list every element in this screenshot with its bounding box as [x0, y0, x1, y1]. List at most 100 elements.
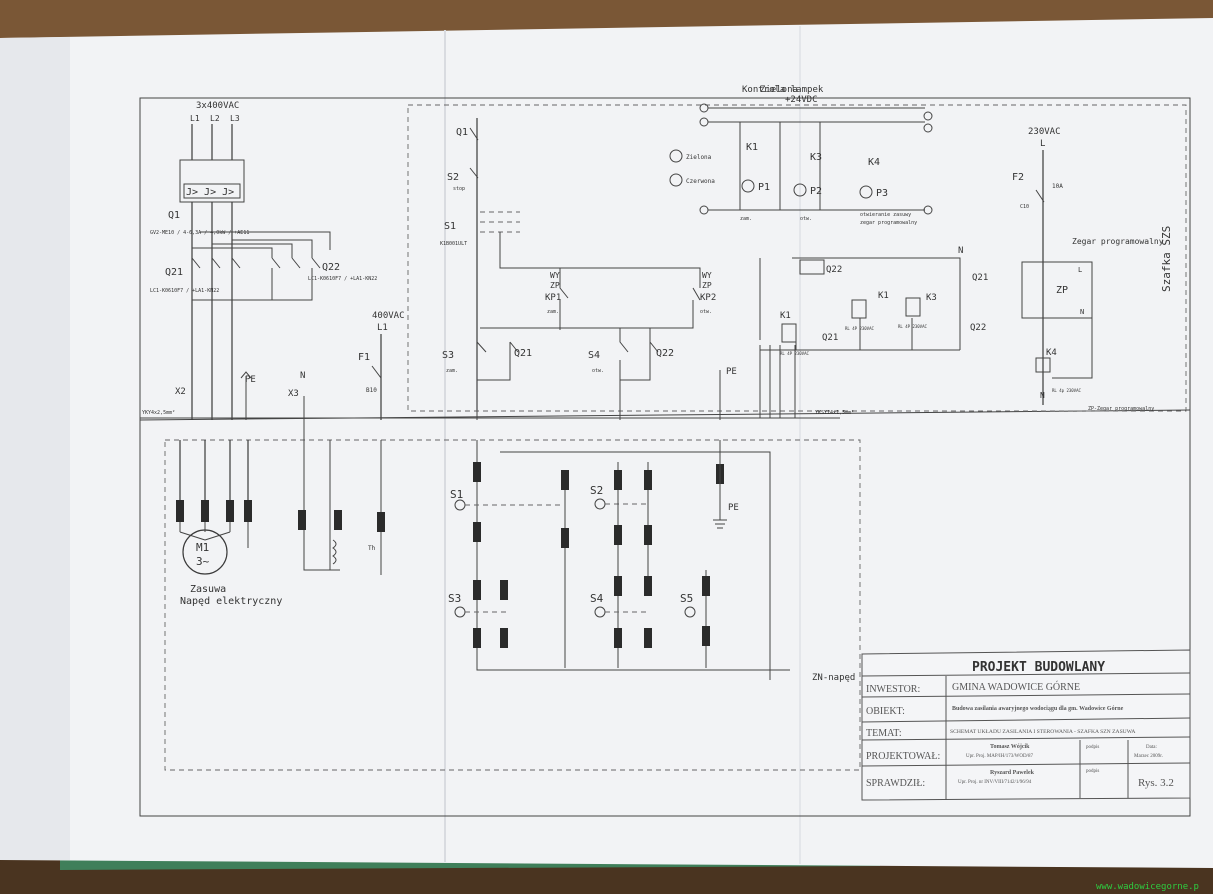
- timer-zp: [1021, 261, 1093, 319]
- svg-text:Q1: Q1: [456, 127, 468, 138]
- svg-text:PE: PE: [245, 375, 256, 385]
- svg-text:+24VDC: +24VDC: [785, 95, 818, 105]
- svg-text:ZP-Zegar programowalny: ZP-Zegar programowalny: [1088, 406, 1154, 412]
- svg-text:S4: S4: [588, 350, 600, 361]
- svg-text:Upr. Proj. MAP/IH/173/WOD/87: Upr. Proj. MAP/IH/173/WOD/87: [966, 754, 1033, 759]
- svg-text:F1: F1: [358, 352, 370, 363]
- svg-text:L3: L3: [230, 114, 240, 123]
- svg-text:podpis: podpis: [1086, 769, 1099, 774]
- cabinet-szs-outline: [407, 104, 1187, 412]
- svg-text:K4: K4: [1046, 348, 1057, 358]
- svg-text:Q22: Q22: [656, 348, 674, 359]
- svg-text:Napęd elektryczny: Napęd elektryczny: [180, 596, 282, 607]
- svg-text:PE: PE: [728, 503, 739, 513]
- svg-text:Tomasz Wójcik: Tomasz Wójcik: [990, 744, 1030, 750]
- svg-text:stop: stop: [453, 186, 465, 192]
- svg-text:N: N: [1040, 391, 1045, 400]
- svg-text:L1: L1: [190, 114, 200, 123]
- svg-text:Zasuwa: Zasuwa: [190, 584, 226, 595]
- lamp-red-icon: [669, 173, 683, 187]
- svg-text:Q21: Q21: [514, 348, 532, 359]
- svg-text:Q21: Q21: [972, 273, 988, 283]
- svg-text:N: N: [1080, 308, 1084, 316]
- svg-text:zegar programowalny: zegar programowalny: [860, 220, 917, 226]
- svg-text:S3: S3: [448, 592, 461, 605]
- svg-text:RL 4P 230VAC: RL 4P 230VAC: [780, 351, 809, 356]
- svg-text:OBIEKT:: OBIEKT:: [866, 706, 905, 717]
- svg-text:S3: S3: [442, 350, 454, 361]
- svg-text:zam.: zam.: [547, 309, 559, 315]
- svg-text:P1: P1: [758, 182, 770, 193]
- svg-text:YKY4x2,5mm²: YKY4x2,5mm²: [142, 410, 175, 416]
- svg-text:Zegar programowalny: Zegar programowalny: [1072, 237, 1164, 246]
- svg-text:S1: S1: [444, 221, 456, 232]
- svg-text:SPRAWDZIŁ:: SPRAWDZIŁ:: [866, 778, 925, 789]
- svg-text:P2: P2: [810, 186, 822, 197]
- svg-text:INWESTOR:: INWESTOR:: [866, 684, 920, 695]
- svg-text:S2: S2: [447, 172, 459, 183]
- motor-m1: [182, 529, 228, 575]
- svg-text:KP2: KP2: [700, 293, 716, 303]
- svg-text:K1B001ULT: K1B001ULT: [440, 241, 467, 247]
- svg-text:Budowa zasilania awaryjnego wo: Budowa zasilania awaryjnego wodociągu dl…: [952, 706, 1124, 712]
- svg-text:ZN-napęd: ZN-napęd: [812, 673, 855, 683]
- svg-text:K3: K3: [926, 293, 937, 303]
- svg-text:M1: M1: [196, 541, 209, 554]
- svg-text:S4: S4: [590, 592, 604, 605]
- watermark: www.wadowicegorne.p: [1096, 882, 1199, 892]
- svg-text:J> J> J>: J> J> J>: [186, 187, 234, 198]
- svg-text:SCHEMAT UKŁADU ZASILANIA I STE: SCHEMAT UKŁADU ZASILANIA I STEROWANIA - …: [950, 729, 1135, 735]
- svg-text:ZP: ZP: [1056, 285, 1068, 296]
- title-block: PROJEKT BUDOWLANY INWESTOR: GMINA WADOWI…: [861, 649, 1191, 801]
- svg-text:Zielona: Zielona: [760, 85, 798, 95]
- svg-text:Q21: Q21: [165, 267, 183, 278]
- svg-text:C10: C10: [1020, 204, 1029, 210]
- svg-text:LC1-K0610F7 / +LA1-KN22: LC1-K0610F7 / +LA1-KN22: [308, 276, 377, 282]
- svg-text:PE: PE: [726, 367, 737, 377]
- lamp-green-icon: [669, 149, 683, 163]
- svg-text:YKSY14x1,5mm²: YKSY14x1,5mm²: [815, 410, 854, 416]
- svg-text:Th: Th: [368, 545, 376, 552]
- svg-text:zam.: zam.: [446, 368, 458, 374]
- svg-text:K1: K1: [780, 311, 791, 321]
- svg-text:3~: 3~: [196, 555, 210, 568]
- svg-text:zam.: zam.: [740, 216, 752, 222]
- svg-text:N: N: [958, 246, 963, 256]
- svg-text:Zielona: Zielona: [686, 154, 712, 161]
- svg-text:X2: X2: [175, 387, 186, 397]
- svg-text:L2: L2: [210, 114, 220, 123]
- svg-text:K4: K4: [868, 157, 880, 168]
- svg-text:N: N: [300, 371, 305, 381]
- svg-text:Q21: Q21: [822, 333, 838, 343]
- svg-text:otw.: otw.: [592, 368, 604, 374]
- svg-text:L: L: [1078, 266, 1082, 274]
- svg-text:K1: K1: [746, 142, 758, 153]
- svg-text:Ryszard Pawelek: Ryszard Pawelek: [990, 770, 1035, 776]
- svg-text:Q22: Q22: [970, 323, 986, 333]
- svg-text:X3: X3: [288, 389, 299, 399]
- svg-text:K3: K3: [810, 152, 822, 163]
- szafka-label: Szafka SZS: [1160, 226, 1173, 292]
- svg-text:WY: WY: [702, 271, 712, 280]
- svg-text:ZP: ZP: [702, 281, 712, 290]
- svg-text:K1: K1: [878, 291, 889, 301]
- svg-text:10A: 10A: [1052, 183, 1063, 190]
- svg-text:Marzec 2009r.: Marzec 2009r.: [1134, 754, 1163, 759]
- svg-text:P3: P3: [876, 188, 888, 199]
- svg-text:Q22: Q22: [322, 262, 340, 273]
- svg-text:TEMAT:: TEMAT:: [866, 728, 902, 739]
- svg-text:otw.: otw.: [800, 216, 812, 222]
- svg-text:F2: F2: [1012, 172, 1024, 183]
- svg-text:GMINA WADOWICE GÓRNE: GMINA WADOWICE GÓRNE: [952, 681, 1080, 693]
- svg-text:WY: WY: [550, 271, 560, 280]
- svg-text:S1: S1: [450, 488, 463, 501]
- svg-text:otwieranie zasuwy: otwieranie zasuwy: [860, 212, 911, 218]
- svg-text:PROJEKT BUDOWLANY: PROJEKT BUDOWLANY: [972, 660, 1105, 675]
- svg-text:Upr. Proj. nr INV/VIII/7142/1/: Upr. Proj. nr INV/VIII/7142/1/96/94: [958, 780, 1032, 785]
- svg-text:S5: S5: [680, 592, 693, 605]
- drawing-frame: [139, 97, 1191, 817]
- svg-text:Kontrola lampek: Kontrola lampek: [742, 85, 824, 95]
- svg-text:L1: L1: [377, 323, 388, 333]
- svg-text:podpis: podpis: [1086, 745, 1099, 750]
- svg-text:230VAC: 230VAC: [1028, 127, 1061, 137]
